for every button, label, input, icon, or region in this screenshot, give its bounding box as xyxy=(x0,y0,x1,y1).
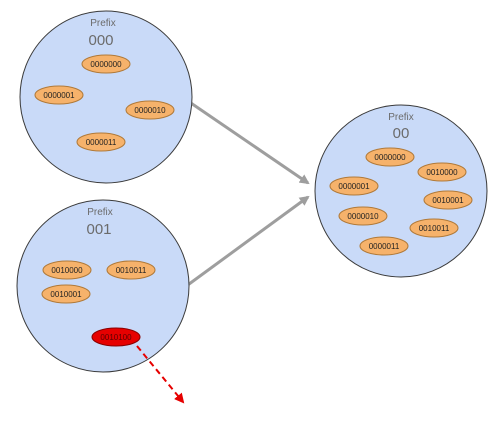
node: 0000011 xyxy=(76,132,126,152)
svg-text:0010000: 0010000 xyxy=(51,266,83,275)
node: 0000001 xyxy=(34,85,84,105)
svg-text:0000011: 0000011 xyxy=(369,242,400,251)
svg-text:0010001: 0010001 xyxy=(50,290,82,299)
svg-text:0010011: 0010011 xyxy=(419,224,450,233)
prefix-title: Prefix xyxy=(87,207,113,218)
node: 0000000 xyxy=(365,147,415,167)
exit-arrow-dashed xyxy=(136,345,185,404)
prefix-title: Prefix xyxy=(90,18,116,29)
prefix-value: 001 xyxy=(86,221,111,238)
node: 0000010 xyxy=(338,206,388,226)
svg-text:0010011: 0010011 xyxy=(116,266,147,275)
node: 0010000 xyxy=(417,162,467,182)
node: 0010011 xyxy=(106,260,156,280)
prefix-circle xyxy=(16,199,190,373)
merge-arrow-top xyxy=(184,97,310,185)
node: 0000010 xyxy=(125,100,175,120)
prefix-value: 00 xyxy=(393,125,410,142)
svg-text:0000010: 0000010 xyxy=(347,212,379,221)
svg-text:0010000: 0010000 xyxy=(426,168,458,177)
prefix-group-001: Prefix 001 0010000 0010011 0010001 00101… xyxy=(16,199,190,373)
svg-text:0000010: 0000010 xyxy=(134,106,166,115)
prefix-value: 000 xyxy=(88,32,113,49)
svg-text:0000001: 0000001 xyxy=(338,182,370,191)
node: 0010000 xyxy=(42,260,92,280)
prefix-circle xyxy=(19,10,193,184)
svg-text:0010001: 0010001 xyxy=(432,196,464,205)
svg-text:0000011: 0000011 xyxy=(86,138,117,147)
prefix-group-000: Prefix 000 0000000 0000001 0000010 00000… xyxy=(19,10,193,184)
svg-text:0000001: 0000001 xyxy=(43,91,75,100)
svg-text:0000000: 0000000 xyxy=(374,153,406,162)
prefix-title: Prefix xyxy=(388,112,414,123)
node: 0010011 xyxy=(409,218,459,238)
node: 0000000 xyxy=(81,54,131,74)
node: 0010001 xyxy=(41,284,91,304)
merge-arrow-bottom xyxy=(184,195,310,289)
node: 0000001 xyxy=(329,176,379,196)
prefix-group-00: Prefix 00 0000000 0010000 0000001 001000… xyxy=(314,104,488,278)
highlighted-node: 0010100 xyxy=(91,327,141,347)
node: 0000011 xyxy=(359,236,409,256)
svg-text:0000000: 0000000 xyxy=(90,60,122,69)
svg-text:0010100: 0010100 xyxy=(100,333,132,342)
node: 0010001 xyxy=(423,190,473,210)
